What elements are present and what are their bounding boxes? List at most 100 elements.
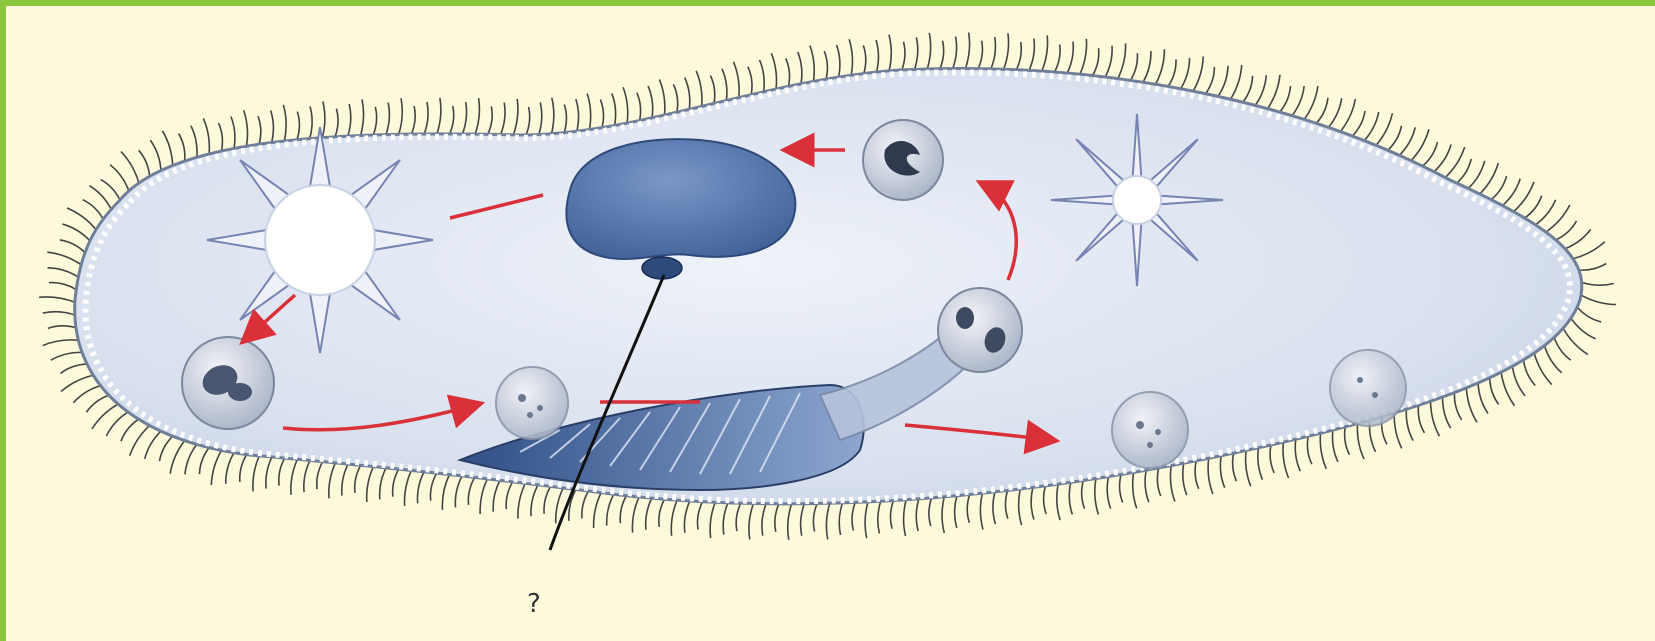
cilium xyxy=(253,456,259,492)
cilium xyxy=(1502,179,1520,206)
cilium xyxy=(1130,53,1137,80)
cilium xyxy=(355,465,361,493)
cilium xyxy=(1054,44,1060,72)
cilium xyxy=(145,431,161,459)
cilium xyxy=(283,105,286,141)
cilium xyxy=(1357,424,1364,460)
cilium xyxy=(121,152,139,183)
cilium xyxy=(1490,378,1499,405)
cilium xyxy=(684,501,689,533)
cilium xyxy=(1295,439,1300,471)
cilium xyxy=(258,116,261,144)
cilium xyxy=(1525,196,1542,218)
cilium xyxy=(978,41,982,69)
food-vacuole-icon xyxy=(938,288,1022,372)
cilium xyxy=(1095,479,1099,515)
cilium xyxy=(1080,39,1087,75)
cilium xyxy=(342,464,348,496)
cilium xyxy=(279,458,285,486)
cilium xyxy=(863,45,865,73)
cilium xyxy=(1582,282,1614,285)
cilium xyxy=(940,41,944,69)
cilium xyxy=(1195,461,1199,489)
cilium xyxy=(1243,76,1253,102)
cilium xyxy=(749,504,754,540)
cilium xyxy=(139,150,150,176)
cilium xyxy=(159,436,172,461)
cilium xyxy=(771,53,776,89)
cilium xyxy=(1307,436,1311,464)
cilium xyxy=(203,118,209,154)
vacuole-center xyxy=(1113,176,1161,224)
cilium xyxy=(361,99,364,135)
cilium xyxy=(965,33,969,69)
cilium xyxy=(723,503,728,535)
cilium xyxy=(801,504,805,536)
cilium xyxy=(760,60,765,92)
cilium xyxy=(564,105,566,133)
cilium xyxy=(1145,470,1149,502)
cilium xyxy=(1523,360,1535,386)
cilium xyxy=(417,472,424,503)
cilium xyxy=(1093,48,1099,76)
micronucleus-icon xyxy=(642,257,682,279)
cilium xyxy=(1546,205,1570,232)
cilium xyxy=(310,106,312,138)
cilium xyxy=(1005,491,1007,519)
cilium xyxy=(1231,65,1242,99)
cilium xyxy=(904,500,907,536)
cilium xyxy=(915,37,918,69)
cilium xyxy=(852,502,855,530)
cilium xyxy=(48,268,79,277)
cilium xyxy=(475,98,479,134)
cilium xyxy=(748,67,752,95)
cilium xyxy=(1143,51,1151,82)
cilium xyxy=(226,453,234,484)
cilium xyxy=(48,326,76,329)
cilium xyxy=(722,69,727,101)
food-vacuole-icon xyxy=(863,120,943,200)
cilium xyxy=(849,39,852,75)
cilium xyxy=(1255,75,1266,105)
cilium xyxy=(762,504,766,536)
cilium xyxy=(671,500,677,536)
cilium xyxy=(710,76,714,104)
cilium xyxy=(43,312,75,315)
cilium xyxy=(60,240,85,253)
cilium xyxy=(632,497,639,533)
cilium xyxy=(551,98,553,134)
cilium xyxy=(297,112,299,140)
food-vacuole-icon xyxy=(496,367,568,439)
cilium xyxy=(60,364,87,373)
cilium xyxy=(837,45,840,77)
cilium xyxy=(322,101,324,137)
cilium xyxy=(1304,86,1318,119)
cilium xyxy=(62,224,89,241)
cilium xyxy=(1183,463,1187,495)
cilium xyxy=(878,501,881,533)
cilium xyxy=(1478,383,1488,414)
cilium xyxy=(1423,142,1438,166)
cilium xyxy=(1292,86,1304,116)
cilium xyxy=(488,106,492,134)
cilium xyxy=(304,460,310,492)
cilium xyxy=(43,340,79,346)
cilium xyxy=(1057,484,1060,520)
cilium xyxy=(367,467,374,503)
cilium xyxy=(1434,144,1451,171)
cilium xyxy=(607,494,614,525)
cilium xyxy=(185,444,197,474)
cilium xyxy=(890,501,893,529)
contractile-vacuole-icon xyxy=(207,127,433,353)
cilium xyxy=(1468,161,1484,189)
cilium xyxy=(317,462,323,490)
cilium xyxy=(1069,482,1072,514)
cilium xyxy=(544,486,551,513)
cilium xyxy=(1579,264,1606,271)
cilium xyxy=(942,497,944,533)
cilium xyxy=(526,107,530,135)
cilium xyxy=(399,98,403,134)
cilium xyxy=(1466,388,1477,422)
cilium xyxy=(162,131,172,166)
cilium xyxy=(710,502,715,538)
